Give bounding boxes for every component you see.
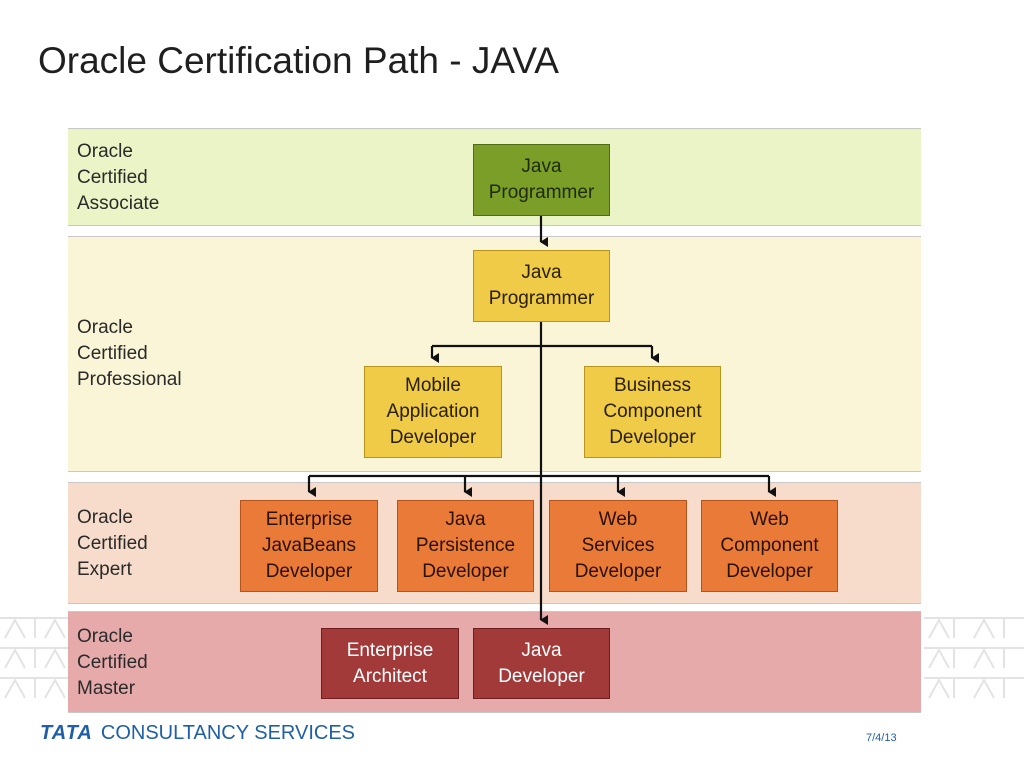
- tata-watermark-right-icon: [924, 617, 1024, 699]
- brand-prefix: TATA: [40, 722, 93, 744]
- tata-consultancy-logo: TATA CONSULTANCY SERVICES: [40, 722, 355, 745]
- slide-title: Oracle Certification Path - JAVA: [38, 40, 559, 81]
- brand-name: CONSULTANCY SERVICES: [100, 722, 356, 744]
- slide-date: 7/4/13: [866, 732, 897, 744]
- tata-watermark-left-icon: [0, 617, 70, 699]
